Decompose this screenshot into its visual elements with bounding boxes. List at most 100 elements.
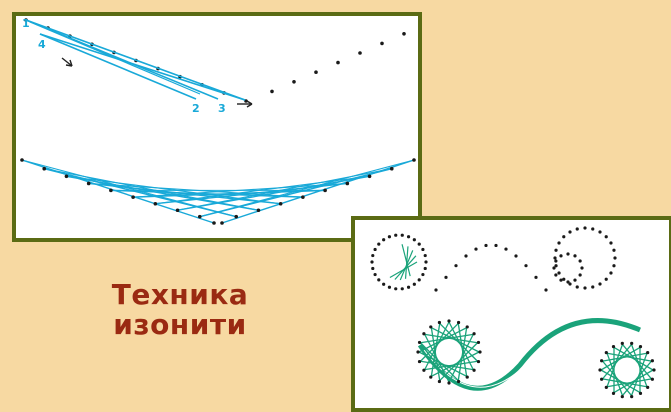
spiral-dot [554,259,557,262]
v-thread [44,169,258,211]
spiral-dot [422,332,425,335]
spiral-dot [612,392,615,395]
spiral-dot [422,369,425,372]
spiral-dot [652,368,655,371]
v-dot [131,195,135,199]
wave-dot [464,254,467,257]
v-dot [20,158,24,162]
spiral-dot [416,350,419,353]
spiral-dot [598,282,601,285]
spiral-dot [609,271,612,274]
top-dot [380,42,384,46]
top-threads [26,20,245,100]
spiral-dot [639,392,642,395]
spiral-dot [598,230,601,233]
v-dot [368,174,372,178]
v-thread [22,160,236,217]
spiral-dot [621,342,624,345]
wave-dot [474,247,477,250]
spiral-dot [583,286,586,289]
spiral-dot [447,319,450,322]
wave-dot [504,247,507,250]
title-line-2: изонити [95,310,265,340]
v-dot [154,202,158,206]
top-dot [292,80,296,84]
spiral-dot [600,359,603,362]
spiral-dot [394,287,397,290]
spiral-dot [457,380,460,383]
v-dot [212,221,216,225]
spiral-dot [413,238,416,241]
spiral-dot [579,259,582,262]
spiral-dot [566,280,569,283]
spiral-dot [373,273,376,276]
spiral-dot [605,278,608,281]
spiral-dot [401,234,404,237]
spiral-dot [388,286,391,289]
spiral-dot [591,285,594,288]
v-dot [176,208,180,212]
spiral-dot [466,375,469,378]
spiral-dot [576,285,579,288]
spiral-dot [424,260,427,263]
v-dot [301,195,305,199]
v-dot [65,174,69,178]
spiral-dot [429,325,432,328]
spiral-dot [382,238,385,241]
title-line-1: Техника [95,280,265,310]
spiral-dot [573,279,576,282]
spiral-dot [370,260,373,263]
spiral-dot [418,278,421,281]
top-dot [402,32,406,36]
step-label-3: 3 [218,102,226,115]
spiral-dot [600,378,603,381]
spiral-dot [639,345,642,348]
thread [390,262,417,278]
spiral-dot [424,254,427,257]
wave-dot [544,288,547,291]
spiral-dot [580,266,583,269]
spiral-dot [377,242,380,245]
spiral-dot [401,287,404,290]
v-dot [109,189,113,193]
v-dot [346,182,350,186]
spiral-dot [609,241,612,244]
spiral-dot [562,235,565,238]
spiral-dot [429,375,432,378]
step-label-4: 4 [38,38,46,51]
spiral-dot [646,386,649,389]
spiral-dot [466,325,469,328]
step-label-1: 1 [22,17,30,30]
spiral-dot [472,332,475,335]
spiral-dot [562,278,565,281]
thread [40,34,196,99]
v-thread [178,169,392,211]
spiral-dot [438,380,441,383]
spiral-dot [557,241,560,244]
spiral-dot [477,341,480,344]
spiral-dot [421,273,424,276]
spiral-dot [553,256,556,259]
spiral-dot [559,254,562,257]
spiral-dot [407,286,410,289]
spiral-dot [573,254,576,257]
spiral-dot [559,279,562,282]
wave-dot [484,244,487,247]
spiral-dot [630,395,633,398]
v-dot [220,221,224,225]
thread [30,22,200,94]
v-shape-threads [22,160,414,223]
thread [26,20,245,100]
top-dot [270,90,274,94]
spiral-wave-art [370,226,655,398]
spiral-dot [472,369,475,372]
spiral-dot [630,342,633,345]
spiral-dot [424,267,427,270]
spiral-dot [612,345,615,348]
spiral-dot [371,267,374,270]
spiral-dot [418,360,421,363]
page-title: Техника изонити [95,280,265,340]
v-dot [390,167,394,171]
spiral-dot [605,351,608,354]
